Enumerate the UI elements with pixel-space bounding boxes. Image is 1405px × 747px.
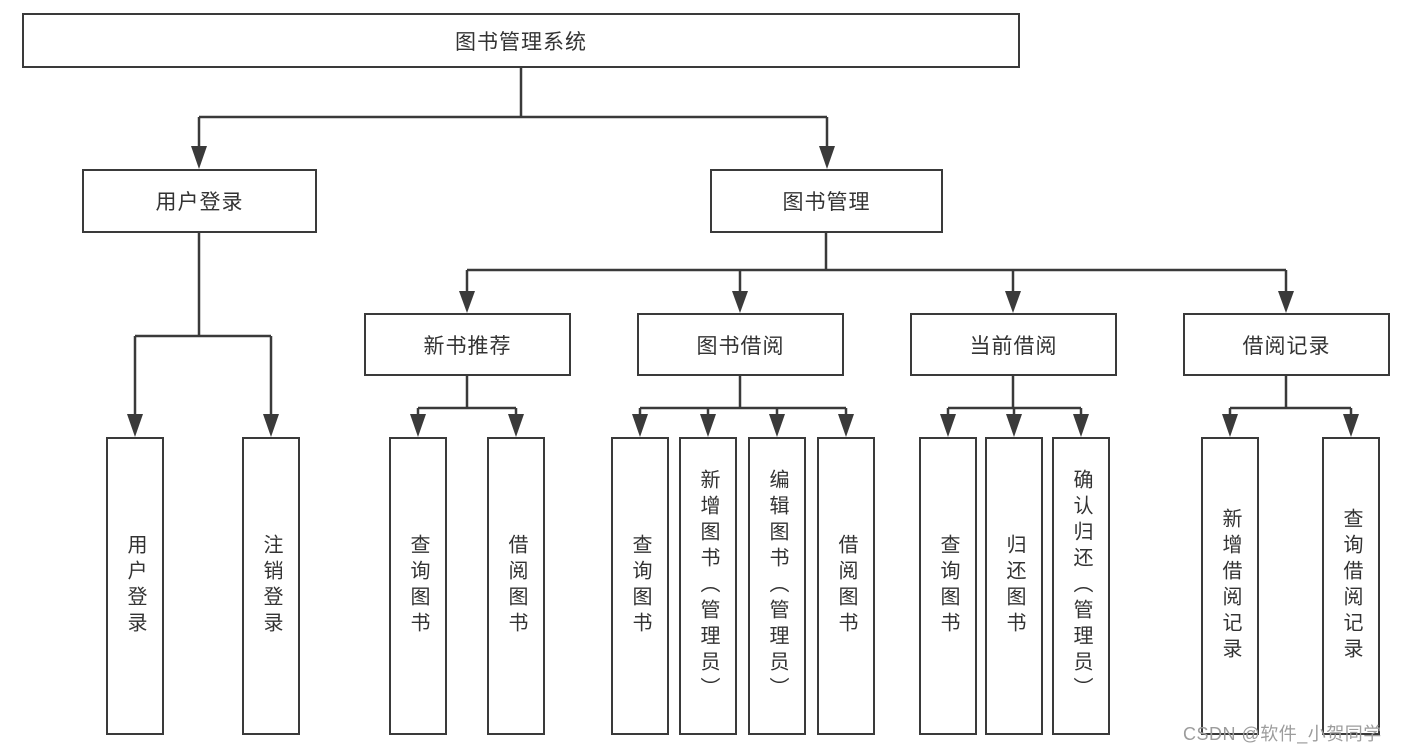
leaf-label: 编辑图书（管理员） [766,469,788,703]
node-label: 用户登录 [155,191,244,214]
leaf-query-book-current: 查询图书 [919,437,977,735]
csdn-watermark: CSDN @软件_小贺同学 [1183,724,1382,744]
leaf-label: 确认归还（管理员） [1070,469,1092,703]
leaf-add-book-admin: 新增图书（管理员） [679,437,737,735]
leaf-label: 查询借阅记录 [1340,508,1362,664]
leaf-borrow-book: 借阅图书 [817,437,875,735]
leaf-query-borrow-record: 查询借阅记录 [1322,437,1380,735]
leaf-query-book-borrow: 查询图书 [611,437,669,735]
leaf-label: 用户登录 [124,534,146,638]
leaf-label: 查询图书 [629,534,651,638]
node-user-login: 用户登录 [82,169,317,233]
leaf-label: 借阅图书 [505,534,527,638]
node-new-book-recommend: 新书推荐 [364,313,571,376]
leaf-label: 新增图书（管理员） [697,469,719,703]
node-current-borrow: 当前借阅 [910,313,1117,376]
node-label: 借阅记录 [1242,334,1331,358]
leaf-query-book-recommend: 查询图书 [389,437,447,735]
node-label: 图书管理系统 [455,30,587,54]
leaf-confirm-return-admin: 确认归还（管理员） [1052,437,1110,735]
node-label: 当前借阅 [969,334,1058,358]
node-label: 图书管理 [782,191,871,214]
leaf-label: 归还图书 [1003,534,1025,638]
leaf-label: 借阅图书 [835,534,857,638]
leaf-label: 查询图书 [407,534,429,638]
node-library-management-system: 图书管理系统 [22,13,1020,68]
leaf-label: 新增借阅记录 [1219,508,1241,664]
leaf-add-borrow-record: 新增借阅记录 [1201,437,1259,735]
leaf-label: 查询图书 [937,534,959,638]
node-book-management: 图书管理 [710,169,943,233]
node-label: 图书借阅 [696,334,785,358]
leaf-logout: 注销登录 [242,437,300,735]
node-book-borrow: 图书借阅 [637,313,844,376]
node-borrow-record: 借阅记录 [1183,313,1390,376]
leaf-borrow-book-recommend: 借阅图书 [487,437,545,735]
node-label: 新书推荐 [423,334,512,358]
leaf-label: 注销登录 [260,534,282,638]
leaf-edit-book-admin: 编辑图书（管理员） [748,437,806,735]
leaf-user-login: 用户登录 [106,437,164,735]
leaf-return-book: 归还图书 [985,437,1043,735]
